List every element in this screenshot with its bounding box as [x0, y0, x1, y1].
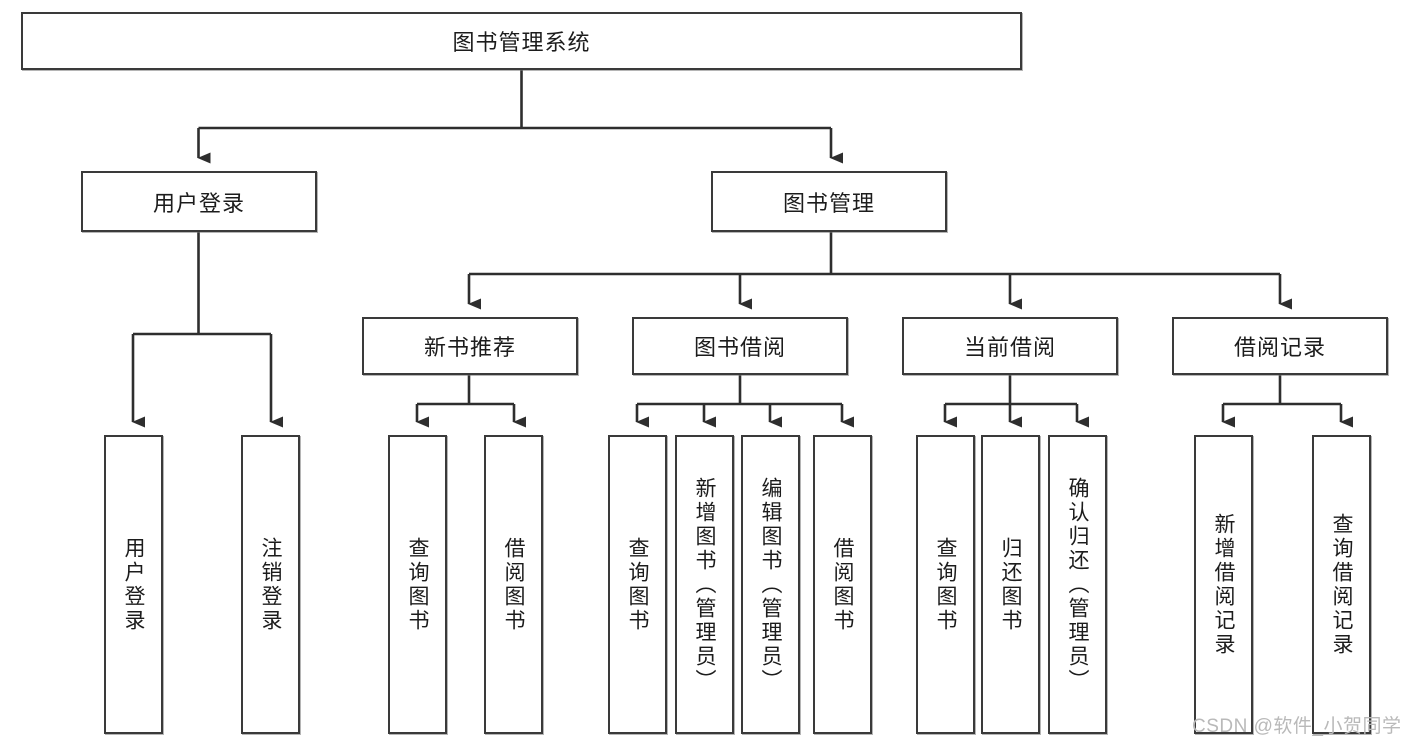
node-leaf-edit-book[interactable]: 编辑图书（管理员） — [741, 435, 800, 734]
node-book-manage-label: 图书管理 — [782, 190, 875, 216]
node-leaf-query-book-2[interactable]: 查询图书 — [608, 435, 667, 734]
node-leaf-borrow-book-2-label: 借阅图书 — [831, 536, 854, 633]
node-leaf-return-book[interactable]: 归还图书 — [981, 435, 1040, 734]
node-book-borrow[interactable]: 图书借阅 — [632, 317, 848, 375]
node-leaf-query-book-2-label: 查询图书 — [626, 536, 649, 633]
node-leaf-confirm-return[interactable]: 确认归还（管理员） — [1048, 435, 1107, 734]
node-borrow-record-label: 借阅记录 — [1233, 335, 1326, 360]
node-leaf-user-login[interactable]: 用户登录 — [104, 435, 163, 734]
node-leaf-add-record-label: 新增借阅记录 — [1212, 512, 1235, 657]
node-leaf-user-logout[interactable]: 注销登录 — [241, 435, 300, 734]
node-current-borrow[interactable]: 当前借阅 — [902, 317, 1118, 375]
node-user-login-label: 用户登录 — [152, 190, 245, 216]
node-leaf-query-book-1-label: 查询图书 — [406, 536, 429, 633]
csdn-watermark: CSDN @软件_小贺同学 — [1192, 716, 1402, 737]
node-new-book-recommend-label: 新书推荐 — [423, 335, 516, 360]
node-leaf-query-record-label: 查询借阅记录 — [1330, 512, 1353, 657]
node-leaf-borrow-book-1-label: 借阅图书 — [502, 536, 525, 633]
node-leaf-user-logout-label: 注销登录 — [259, 536, 282, 633]
node-leaf-user-login-label: 用户登录 — [122, 536, 145, 633]
node-leaf-confirm-return-label: 确认归还（管理员） — [1066, 476, 1089, 693]
node-borrow-record[interactable]: 借阅记录 — [1172, 317, 1388, 375]
node-user-login[interactable]: 用户登录 — [81, 171, 317, 232]
node-book-manage[interactable]: 图书管理 — [711, 171, 947, 232]
node-leaf-add-record[interactable]: 新增借阅记录 — [1194, 435, 1253, 734]
node-leaf-return-book-label: 归还图书 — [999, 536, 1022, 633]
node-root-label: 图书管理系统 — [452, 30, 591, 55]
node-leaf-add-book-label: 新增图书（管理员） — [693, 476, 716, 693]
node-leaf-query-record[interactable]: 查询借阅记录 — [1312, 435, 1371, 734]
node-root[interactable]: 图书管理系统 — [21, 12, 1022, 70]
node-leaf-add-book[interactable]: 新增图书（管理员） — [675, 435, 734, 734]
node-leaf-borrow-book-1[interactable]: 借阅图书 — [484, 435, 543, 734]
node-current-borrow-label: 当前借阅 — [963, 335, 1056, 360]
node-leaf-query-book-3[interactable]: 查询图书 — [916, 435, 975, 734]
node-book-borrow-label: 图书借阅 — [693, 335, 786, 360]
node-leaf-query-book-3-label: 查询图书 — [934, 536, 957, 633]
node-new-book-recommend[interactable]: 新书推荐 — [362, 317, 578, 375]
node-leaf-borrow-book-2[interactable]: 借阅图书 — [813, 435, 872, 734]
node-leaf-query-book-1[interactable]: 查询图书 — [388, 435, 447, 734]
node-leaf-edit-book-label: 编辑图书（管理员） — [759, 476, 782, 693]
